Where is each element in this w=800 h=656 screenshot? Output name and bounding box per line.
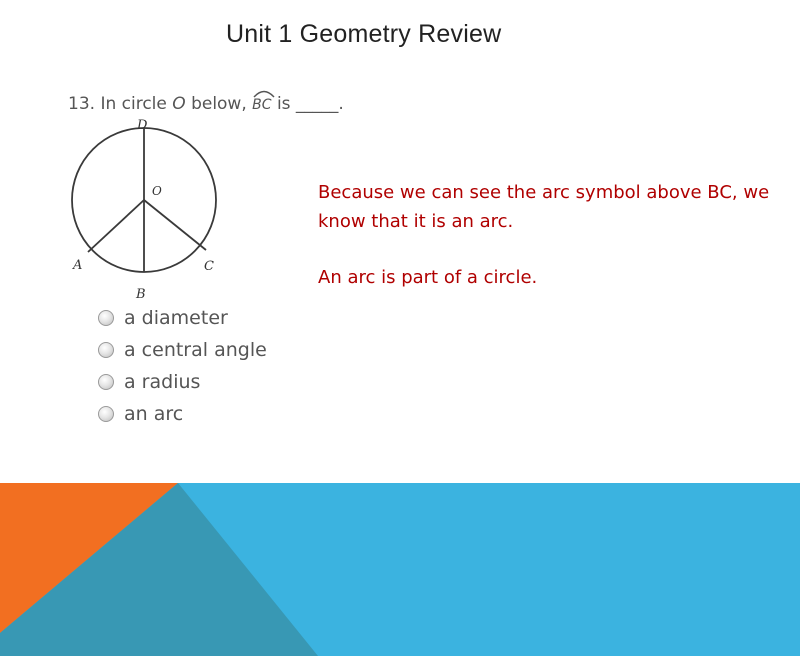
question-text-before: In circle bbox=[100, 94, 167, 114]
radius-oa bbox=[87, 199, 145, 253]
choice-arc[interactable]: an arc bbox=[98, 398, 267, 430]
circle-name: O bbox=[172, 94, 186, 114]
label-a: A bbox=[72, 258, 82, 273]
decorative-footer bbox=[0, 483, 800, 656]
question-text-after: is _____. bbox=[276, 94, 344, 114]
label-c: C bbox=[204, 259, 214, 274]
slide-title: Unit 1 Geometry Review bbox=[226, 20, 502, 48]
circle-diagram: D O A C B bbox=[71, 118, 217, 302]
choice-label: an arc bbox=[124, 403, 184, 425]
radio-button-icon[interactable] bbox=[98, 406, 114, 422]
arc-name: BC bbox=[252, 97, 272, 113]
radio-button-icon[interactable] bbox=[98, 342, 114, 358]
label-o: O bbox=[152, 184, 162, 198]
label-b: B bbox=[135, 287, 146, 302]
label-d: D bbox=[136, 118, 148, 133]
answer-choices: a diameter a central angle a radius an a… bbox=[98, 302, 267, 430]
explanation-line-2: An arc is part of a circle. bbox=[318, 267, 538, 288]
question-number: 13. bbox=[68, 94, 96, 114]
footer-teal-shape bbox=[0, 483, 318, 656]
choice-label: a central angle bbox=[124, 339, 267, 361]
question-text-middle: below, bbox=[191, 94, 247, 114]
choice-radius[interactable]: a radius bbox=[98, 366, 267, 398]
explanation-line-1: Because we can see the arc symbol above … bbox=[318, 182, 770, 232]
explanation-text: Because we can see the arc symbol above … bbox=[318, 178, 778, 292]
choice-label: a diameter bbox=[124, 307, 228, 329]
choice-label: a radius bbox=[124, 371, 201, 393]
arc-notation: BC bbox=[252, 90, 275, 113]
question-prompt: 13. In circle O below, BC is _____. bbox=[68, 90, 344, 114]
choice-diameter[interactable]: a diameter bbox=[98, 302, 267, 334]
arc-symbol-icon bbox=[253, 90, 275, 98]
radio-button-icon[interactable] bbox=[98, 374, 114, 390]
radio-button-icon[interactable] bbox=[98, 310, 114, 326]
choice-central-angle[interactable]: a central angle bbox=[98, 334, 267, 366]
radius-oc bbox=[143, 199, 207, 251]
